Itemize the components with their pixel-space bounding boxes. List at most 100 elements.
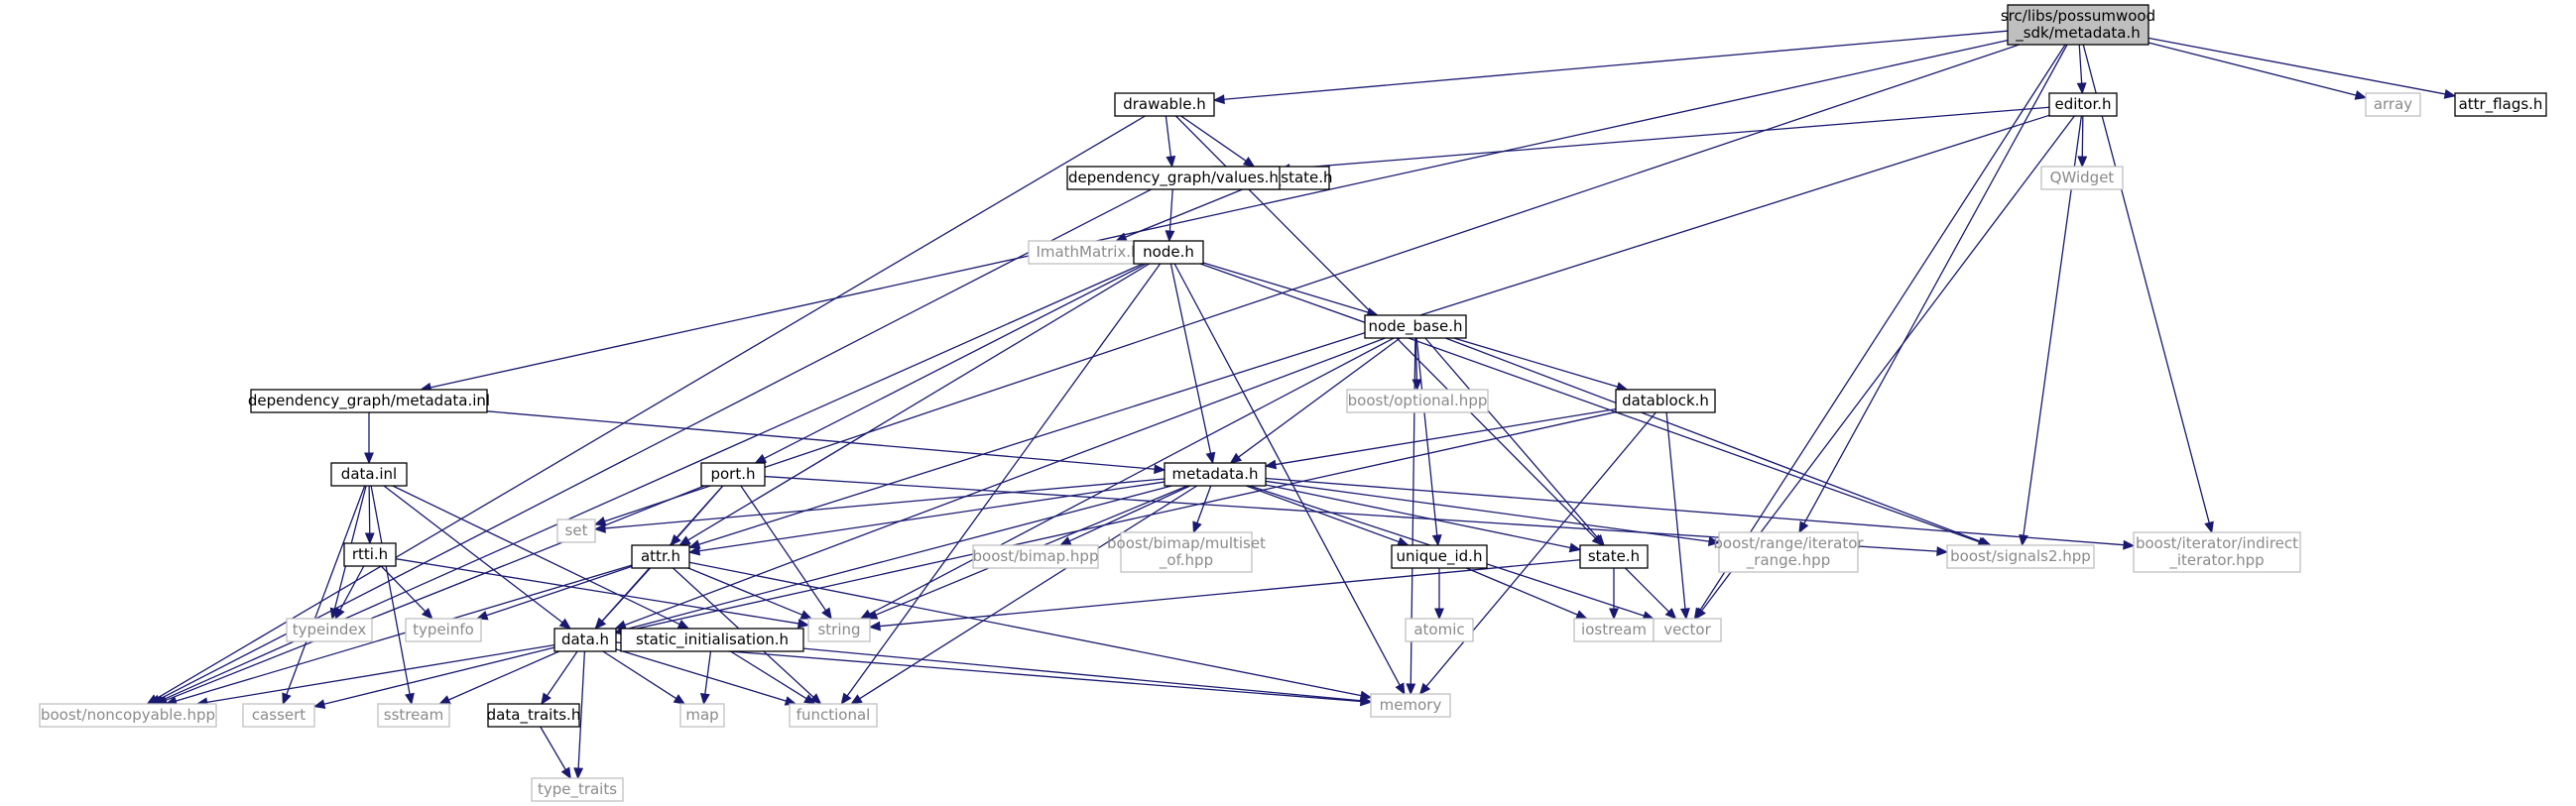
edge-line [869,337,1395,615]
node-label: vector [1663,621,1711,638]
edge-line [1275,408,1617,466]
node-attr-flags[interactable]: attr_flags.h [2454,92,2547,117]
node-boost-signals2: boost/signals2.hpp [1946,544,2095,569]
edge-line [165,485,705,701]
edge-arrowhead [699,692,710,706]
edge-arrowhead [678,535,691,546]
node-port[interactable]: port.h [700,462,766,487]
edge-line [687,567,803,616]
node-box [631,544,690,569]
node-box [2365,92,2421,117]
node-root[interactable]: src/libs/possumwood_sdk/metadata.h [2001,4,2155,46]
edge-metadata-to-functional [850,485,1198,705]
edge-arrowhead [1679,608,1690,621]
node-node[interactable]: node.h [1133,240,1204,265]
node-drawable[interactable]: drawable.h [1114,92,1215,117]
edge-line [323,646,555,705]
edge-arrowhead [2204,520,2214,534]
edge-node-to-node_base [1202,262,1380,317]
edge-static_init-to-memory [802,647,1373,706]
node-dg-metadata-inl[interactable]: dependency_graph/metadata.inl [248,389,490,413]
node-label: atomic [1413,621,1464,638]
node-node-base[interactable]: node_base.h [1364,314,1467,339]
edge-root-to-array [2147,42,2368,100]
edge-metadata-to-state [1265,484,1582,553]
edge-metadata-to-attr [687,481,1165,556]
node-label: iostream [1581,621,1647,638]
edge-line [577,650,586,769]
node-typeinfo: typeinfo [405,618,482,642]
node-label: unique_id.h [1397,547,1483,566]
node-label: _sdk/metadata.h [2015,24,2141,43]
node-attr[interactable]: attr.h [631,544,690,569]
node-data-inl[interactable]: data.inl [330,462,408,487]
edge-state-to-vector [1625,567,1677,620]
edge-line [1165,115,1172,158]
node-datablock[interactable]: datablock.h [1615,389,1716,413]
edge-line [1625,567,1669,613]
edge-line [879,559,1581,628]
node-rtti[interactable]: rtti.h [343,542,397,567]
edge-line [395,558,799,625]
node-box [405,618,482,642]
node-editor[interactable]: editor.h [2048,92,2118,117]
edge-arrowhead [676,619,690,630]
node-dg-values[interactable]: dependency_graph/values.h [1066,166,1281,190]
node-box [2040,166,2124,190]
edge-arrowhead [1205,451,1216,465]
node-boost-range: boost/range/iterator_range.hpp [1713,531,1864,573]
edge-line [604,44,2020,522]
edge-line [602,650,677,700]
edge-metadata-to-set [593,478,1165,533]
node-imathmatrix: ImathMatrix.h [1028,240,1149,265]
edge-arrowhead [1165,230,1175,243]
edge-rtti-to-string [395,558,810,629]
node-box [1653,618,1722,642]
edge-arrowhead [803,694,816,705]
edge-root-to-boost_iter_indirect [2082,44,2214,534]
edge-arrowhead [1593,533,1605,546]
edge-arrowhead [1575,610,1588,620]
node-label: boost/iterator/indirect [2136,534,2298,552]
edge-line [1169,263,1212,454]
node-static-init[interactable]: static_initialisation.h [620,628,804,652]
edge-state-to-iostream [1609,568,1619,621]
node-label: node.h [1143,243,1194,261]
node-string: string [807,618,871,642]
edge-line [1265,484,1571,549]
edge-line [286,485,366,695]
edge-line [802,647,1362,702]
edge-arrowhead [1212,94,1225,105]
edge-arrowhead [673,694,686,705]
edge-node_base-to-datablock [1453,337,1629,392]
edge-data_inl-to-rtti [364,485,375,545]
edge-line [2078,44,2083,84]
node-unique-id[interactable]: unique_id.h [1391,544,1488,569]
node-metadata[interactable]: metadata.h [1164,462,1267,487]
edge-arrowhead [687,545,701,556]
edge-line [1445,337,1982,543]
node-iostream: iostream [1573,618,1655,642]
edge-port-to-string [740,485,832,621]
node-box [2133,531,2301,573]
node-state[interactable]: state.h [1579,544,1649,569]
edge-root-to-attr_flags [2147,37,2457,99]
edge-arrowhead [821,607,832,621]
edge-line [1415,337,1438,536]
node-memory: memory [1370,693,1451,718]
edge-port-to-boost_noncopyable [155,485,705,705]
node-label: data_traits.h [487,706,581,725]
node-data[interactable]: data.h [553,628,617,652]
node-box [1364,314,1467,339]
node-box [1391,544,1488,569]
node-label: datablock.h [1622,392,1709,409]
edge-attr-to-data [594,567,652,630]
edge-data-to-cassert [312,646,555,709]
edge-line [1238,337,1401,458]
edge-line [1068,485,1191,542]
node-label: array [2374,95,2412,113]
node-label: sstream [384,706,443,724]
node-data-traits[interactable]: data_traits.h [487,703,581,728]
node-label: QWidget [2050,169,2115,186]
edge-arrowhead [573,767,584,780]
